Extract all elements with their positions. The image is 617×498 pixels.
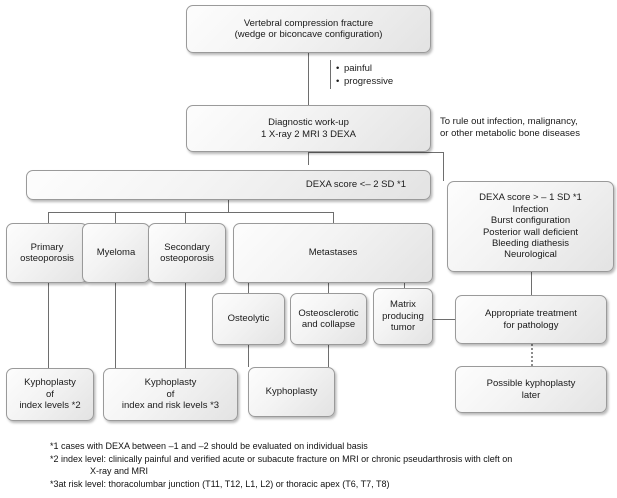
connector-dexahigh-to-treatment	[531, 272, 532, 295]
node-label: Possible kyphoplasty later	[486, 378, 576, 401]
node-label: DEXA score <– 2 SD *1	[305, 179, 406, 191]
node-label: Osteolytic	[227, 313, 270, 325]
node-matrix-producing-tumor[interactable]: Matrix producing tumor	[373, 288, 433, 345]
node-primary-osteoporosis[interactable]: Primary osteoporosis	[6, 223, 88, 283]
footnote-3: *3at risk level: thoracolumbar junction …	[50, 478, 390, 489]
node-label: Diagnostic work-up 1 X-ray 2 MRI 3 DEXA	[260, 117, 357, 140]
connector-workup-right-h	[308, 152, 443, 153]
connector-metastases-osteolytic	[248, 283, 249, 293]
connector-symptoms-tick	[330, 60, 331, 89]
node-osteosclerotic-and-collapse[interactable]: Osteosclerotic and collapse	[290, 293, 367, 345]
node-label: Metastases	[308, 247, 358, 259]
connector-to-primary	[48, 212, 49, 223]
node-dexa-score-low[interactable]: DEXA score <– 2 SD *1	[26, 170, 431, 200]
node-dexa-score-high[interactable]: DEXA score > – 1 SD *1 Infection Burst c…	[447, 181, 614, 272]
node-label: Appropriate treatment for pathology	[485, 308, 577, 331]
connector-myeloma-down	[115, 283, 116, 368]
connector-primary-down	[48, 283, 49, 368]
node-kyphoplasty[interactable]: Kyphoplasty	[248, 367, 335, 417]
connector-dexalow-stem	[228, 200, 229, 212]
node-kyphoplasty-index-levels[interactable]: Kyphoplasty of index levels *2	[6, 368, 94, 421]
connector-fracture-to-workup	[308, 53, 309, 107]
node-label: Primary osteoporosis	[20, 241, 74, 264]
node-appropriate-treatment[interactable]: Appropriate treatment for pathology	[455, 295, 607, 344]
connector-metastases-osteosclerotic	[328, 283, 329, 293]
node-label: Kyphoplasty of index and risk levels *3	[121, 377, 220, 412]
node-osteolytic[interactable]: Osteolytic	[212, 293, 285, 345]
node-label: Osteosclerotic and collapse	[298, 307, 359, 330]
node-secondary-osteoporosis[interactable]: Secondary osteoporosis	[148, 223, 226, 283]
connector-workup-right-v	[443, 152, 444, 181]
annotation-rule-out: To rule out infection, malignancy, or ot…	[440, 116, 580, 139]
node-kyphoplasty-index-and-risk-levels[interactable]: Kyphoplasty of index and risk levels *3	[103, 368, 238, 421]
node-diagnostic-workup[interactable]: Diagnostic work-up 1 X-ray 2 MRI 3 DEXA	[186, 105, 431, 152]
node-label: Matrix producing tumor	[382, 299, 424, 334]
connector-secondary-down	[185, 283, 186, 368]
node-possible-kyphoplasty-later[interactable]: Possible kyphoplasty later	[455, 366, 607, 413]
node-label: Kyphoplasty of index levels *2	[19, 377, 81, 412]
bullet-dot-icon: •	[336, 63, 340, 74]
footnote-1: *1 cases with DEXA between –1 and –2 sho…	[50, 441, 368, 451]
bullet-dot-icon: •	[336, 75, 340, 87]
node-vertebral-compression-fracture[interactable]: Vertebral compression fracture (wedge or…	[186, 5, 431, 53]
node-myeloma[interactable]: Myeloma	[82, 223, 150, 283]
symptom-progressive: •progressive	[336, 75, 394, 87]
connector-osteosclerotic-down	[328, 345, 329, 367]
node-label: Myeloma	[96, 247, 136, 259]
connector-dexalow-bar	[48, 212, 333, 213]
connector-treatment-to-possible-dotted	[531, 344, 533, 366]
symptoms-bullets: •painful •progressive	[336, 63, 393, 88]
connector-to-secondary	[185, 212, 186, 223]
node-label: DEXA score > – 1 SD *1 Infection Burst c…	[479, 192, 582, 261]
connector-matrix-to-treatment	[432, 319, 455, 320]
connector-to-myeloma	[115, 212, 116, 223]
node-label: Kyphoplasty	[265, 386, 318, 398]
connector-workup-stem	[308, 152, 309, 165]
node-metastases[interactable]: Metastases	[233, 223, 433, 283]
connector-to-metastases	[333, 212, 334, 223]
symptom-painful: •painful	[336, 63, 372, 74]
footnote-2: *2 index level: clinically painful and v…	[50, 453, 513, 477]
node-label: Vertebral compression fracture (wedge or…	[234, 17, 383, 40]
connector-osteolytic-down	[248, 345, 249, 367]
node-label: Secondary osteoporosis	[160, 241, 214, 264]
footnotes-block: *1 cases with DEXA between –1 and –2 sho…	[50, 440, 610, 490]
